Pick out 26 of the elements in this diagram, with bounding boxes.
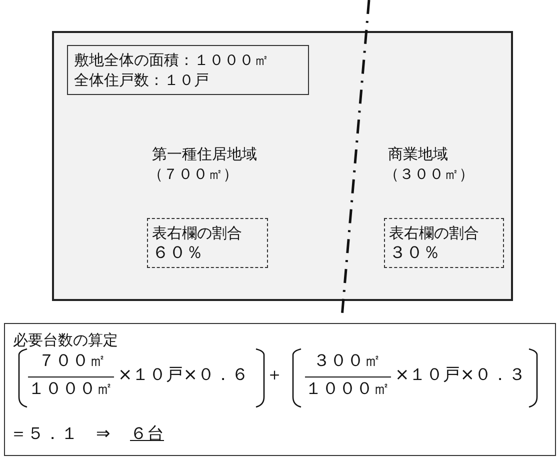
calculation-box xyxy=(4,323,556,456)
zone-name: 商業地域 xyxy=(388,145,448,164)
info-text: 全体住戸数：１０戸 xyxy=(74,70,210,90)
ratio-box xyxy=(384,218,504,268)
zone-area: （７００㎡） xyxy=(148,165,238,184)
info-text: 敷地全体の面積：１０００㎡ xyxy=(74,50,270,70)
answer: ６台 xyxy=(130,425,164,444)
numerator: ３００㎡ xyxy=(313,352,381,371)
ratio-value: ３０％ xyxy=(389,243,441,263)
zone-area: （３００㎡） xyxy=(384,165,474,184)
ratio-value: ６０％ xyxy=(152,243,204,263)
ratio-heading: 表右欄の割合 xyxy=(152,223,243,243)
formula-result: ＝５．１ xyxy=(10,425,78,444)
denominator: １０００㎡ xyxy=(305,380,390,399)
denominator: １０００㎡ xyxy=(28,380,113,399)
implies-sign: ⇒ xyxy=(96,425,110,444)
calculation-heading: 必要台数の算定 xyxy=(13,330,119,350)
formula-term: ×１０戸×０．３ xyxy=(395,366,526,385)
site-info-box xyxy=(67,45,309,95)
site-area xyxy=(52,31,513,301)
ratio-box xyxy=(147,218,268,268)
plus-sign: ＋ xyxy=(266,366,283,385)
ratio-heading: 表右欄の割合 xyxy=(389,223,480,243)
zone-name: 第一種住居地域 xyxy=(152,145,257,164)
formula-term: ×１０戸×０．６ xyxy=(118,366,248,385)
numerator: ７００㎡ xyxy=(38,352,106,371)
